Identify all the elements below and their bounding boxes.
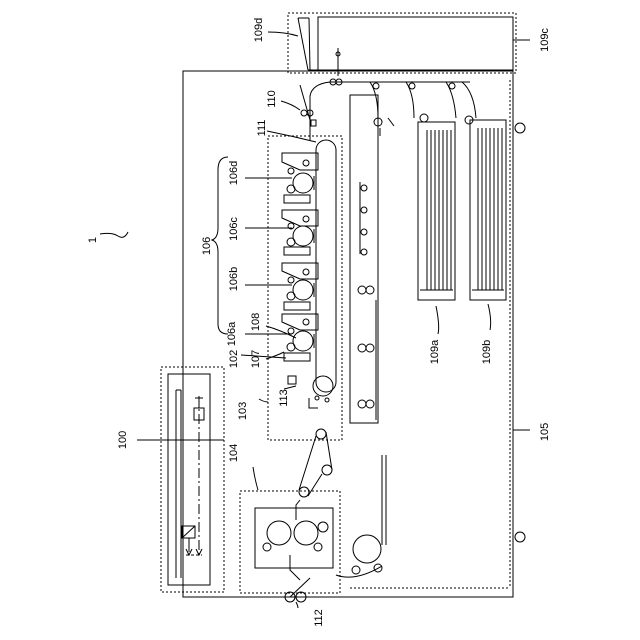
label-105: 105 (539, 423, 551, 441)
label-109c: 109c (539, 28, 551, 52)
label-106d: 106d (228, 161, 240, 185)
leader-102 (241, 355, 286, 358)
duplex-path (336, 95, 386, 577)
reader-100-frame (168, 374, 210, 585)
label-106a: 106a (226, 321, 238, 346)
discharge-112 (285, 578, 310, 602)
label-104: 104 (228, 444, 240, 462)
tray-109d-region (288, 13, 516, 73)
leader-109a (436, 306, 439, 334)
label-106c: 106c (228, 217, 240, 241)
label-103: 103 (237, 402, 249, 420)
label-100: 100 (117, 431, 129, 449)
label-109d: 109d (253, 18, 265, 42)
tray-109c-box (318, 17, 513, 70)
label-108: 108 (250, 313, 262, 331)
housing-wheel-bottom (515, 532, 525, 542)
label-1: 1 (87, 237, 99, 243)
housing-wheel-top (515, 123, 525, 133)
label-113: 113 (278, 389, 290, 407)
label-107: 107 (250, 350, 262, 368)
transfer-belt-111 (316, 140, 336, 392)
process-unit-106b (282, 263, 318, 310)
label-106: 106 (201, 237, 213, 255)
transport-110 (300, 48, 476, 140)
leader-109b (488, 304, 491, 330)
label-109a: 109a (429, 339, 441, 364)
leader-109d (268, 32, 298, 36)
leader-1 (100, 232, 128, 237)
leader-110 (281, 101, 300, 110)
label-112: 112 (313, 609, 325, 627)
leader-103 (259, 399, 268, 402)
process-unit-106c (282, 210, 318, 255)
leader-112 (296, 602, 298, 608)
label-111: 111 (256, 120, 268, 137)
fixing-unit (255, 500, 333, 580)
intermediate-conveyor (299, 429, 332, 497)
label-106b: 106b (228, 267, 240, 291)
label-109b: 109b (481, 340, 493, 364)
label-102: 102 (228, 350, 240, 368)
process-unit-106a (282, 314, 318, 361)
reader-100-region (161, 367, 224, 592)
leader-113 (284, 386, 296, 389)
paper-tray-109a (418, 122, 455, 300)
leader-106-brace (212, 157, 228, 334)
leader-104 (253, 467, 258, 490)
label-110: 110 (266, 90, 278, 108)
paper-tray-109b (470, 120, 506, 300)
